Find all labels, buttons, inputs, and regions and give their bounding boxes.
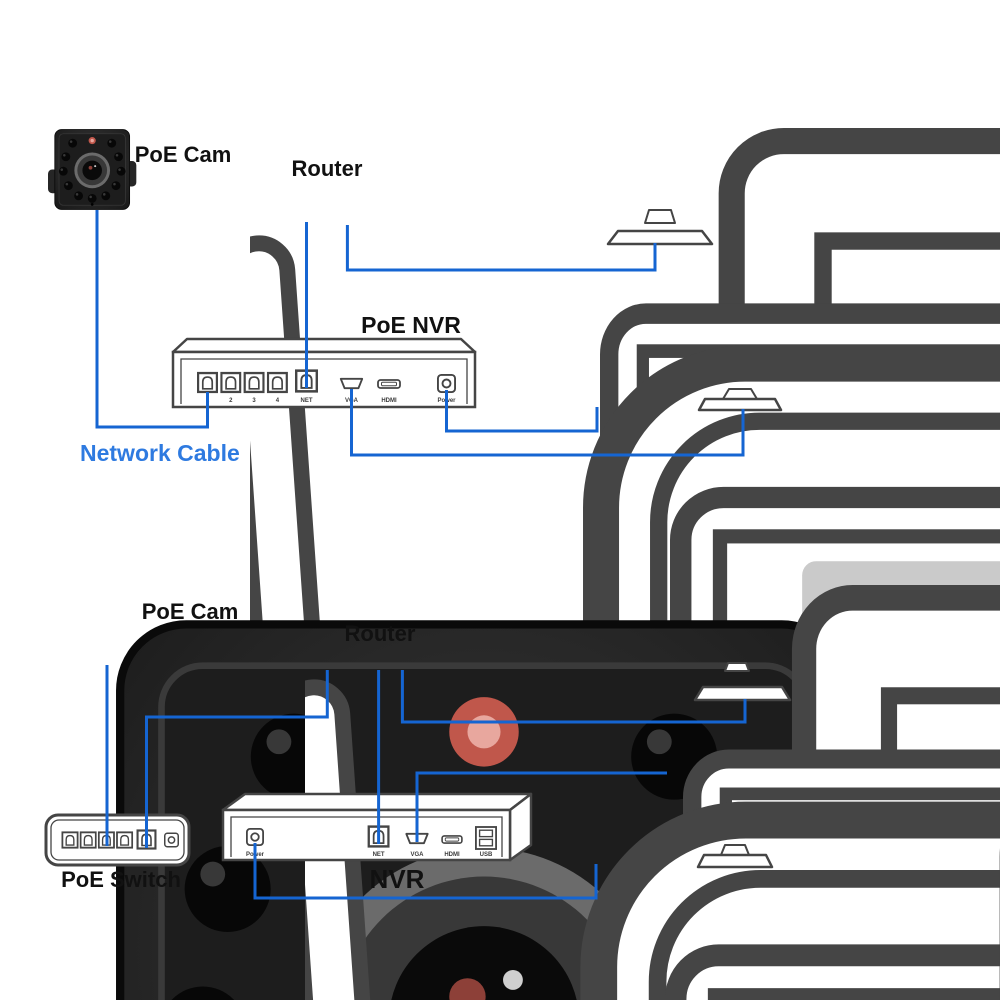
port-label: 3 (252, 398, 256, 404)
port-label: 4 (276, 398, 280, 404)
switch-port-2 (79, 831, 97, 849)
switch-power-port (164, 832, 179, 848)
nvr-device: Power NET VGA HDMI USB (221, 792, 533, 862)
poe-cam-label: PoE Cam (142, 599, 239, 624)
nvr-hdmi-port (441, 835, 463, 844)
poe-switch-device (44, 813, 191, 867)
keyboard-icon (693, 685, 792, 702)
nvr-port-4 (266, 371, 288, 394)
poe-cam-label: PoE Cam (135, 142, 232, 167)
nvr-label: NVR (370, 864, 425, 894)
desktop-computer-icon (692, 598, 1000, 1000)
nvr-usb-port (475, 826, 497, 850)
poe-camera-icon (48, 130, 136, 210)
port-label: 2 (229, 398, 233, 404)
port-label: HDMI (444, 852, 460, 858)
monitor-stand (724, 662, 750, 672)
network-cable-line (400, 670, 747, 724)
port-label: USB (480, 852, 493, 858)
network-cable-line (445, 390, 599, 433)
port-label: HDMI (381, 398, 397, 404)
network-cable-line (253, 843, 598, 900)
nvr-hdmi-port (377, 379, 401, 389)
keyboard-icon (606, 229, 714, 246)
monitor-stand (644, 209, 676, 224)
switch-port-1 (61, 831, 79, 849)
nvr-power-port (246, 828, 264, 846)
network-cable-line (95, 210, 209, 429)
network-cable-label: Network Cable (80, 440, 240, 466)
nvr-port-1 (197, 371, 218, 394)
nvr-port-2 (220, 371, 242, 394)
top-diagram: PoE Cam Router (48, 130, 1000, 1000)
port-label: NET (373, 852, 385, 858)
router-label: Router (292, 156, 363, 181)
connection-lines-bottom (105, 665, 747, 900)
bottom-diagram: PoE Cam Router PoE Switch (44, 598, 1000, 1000)
quad-monitor-icon (681, 388, 1000, 1000)
poe-nvr-device: 1 2 3 4 NET VGA HDMI Power (171, 337, 477, 409)
port-label: VGA (410, 852, 424, 858)
port-label: NET (301, 398, 313, 404)
network-cable-line (145, 670, 329, 848)
network-cable-line (350, 389, 745, 457)
desktop-computer-icon (606, 141, 1000, 1000)
router-label: Router (345, 621, 416, 646)
nvr-power-port (437, 374, 456, 393)
poe-nvr-label: PoE NVR (361, 312, 461, 338)
quad-monitor-icon (676, 844, 1000, 1000)
nvr-vga-port (339, 377, 364, 390)
network-cable-line (345, 225, 657, 272)
switch-port-4 (116, 831, 134, 849)
nvr-port-3 (243, 371, 265, 394)
network-cable-line (415, 771, 667, 842)
connection-lines-top (95, 210, 745, 457)
poe-switch-label: PoE Switch (61, 867, 181, 892)
